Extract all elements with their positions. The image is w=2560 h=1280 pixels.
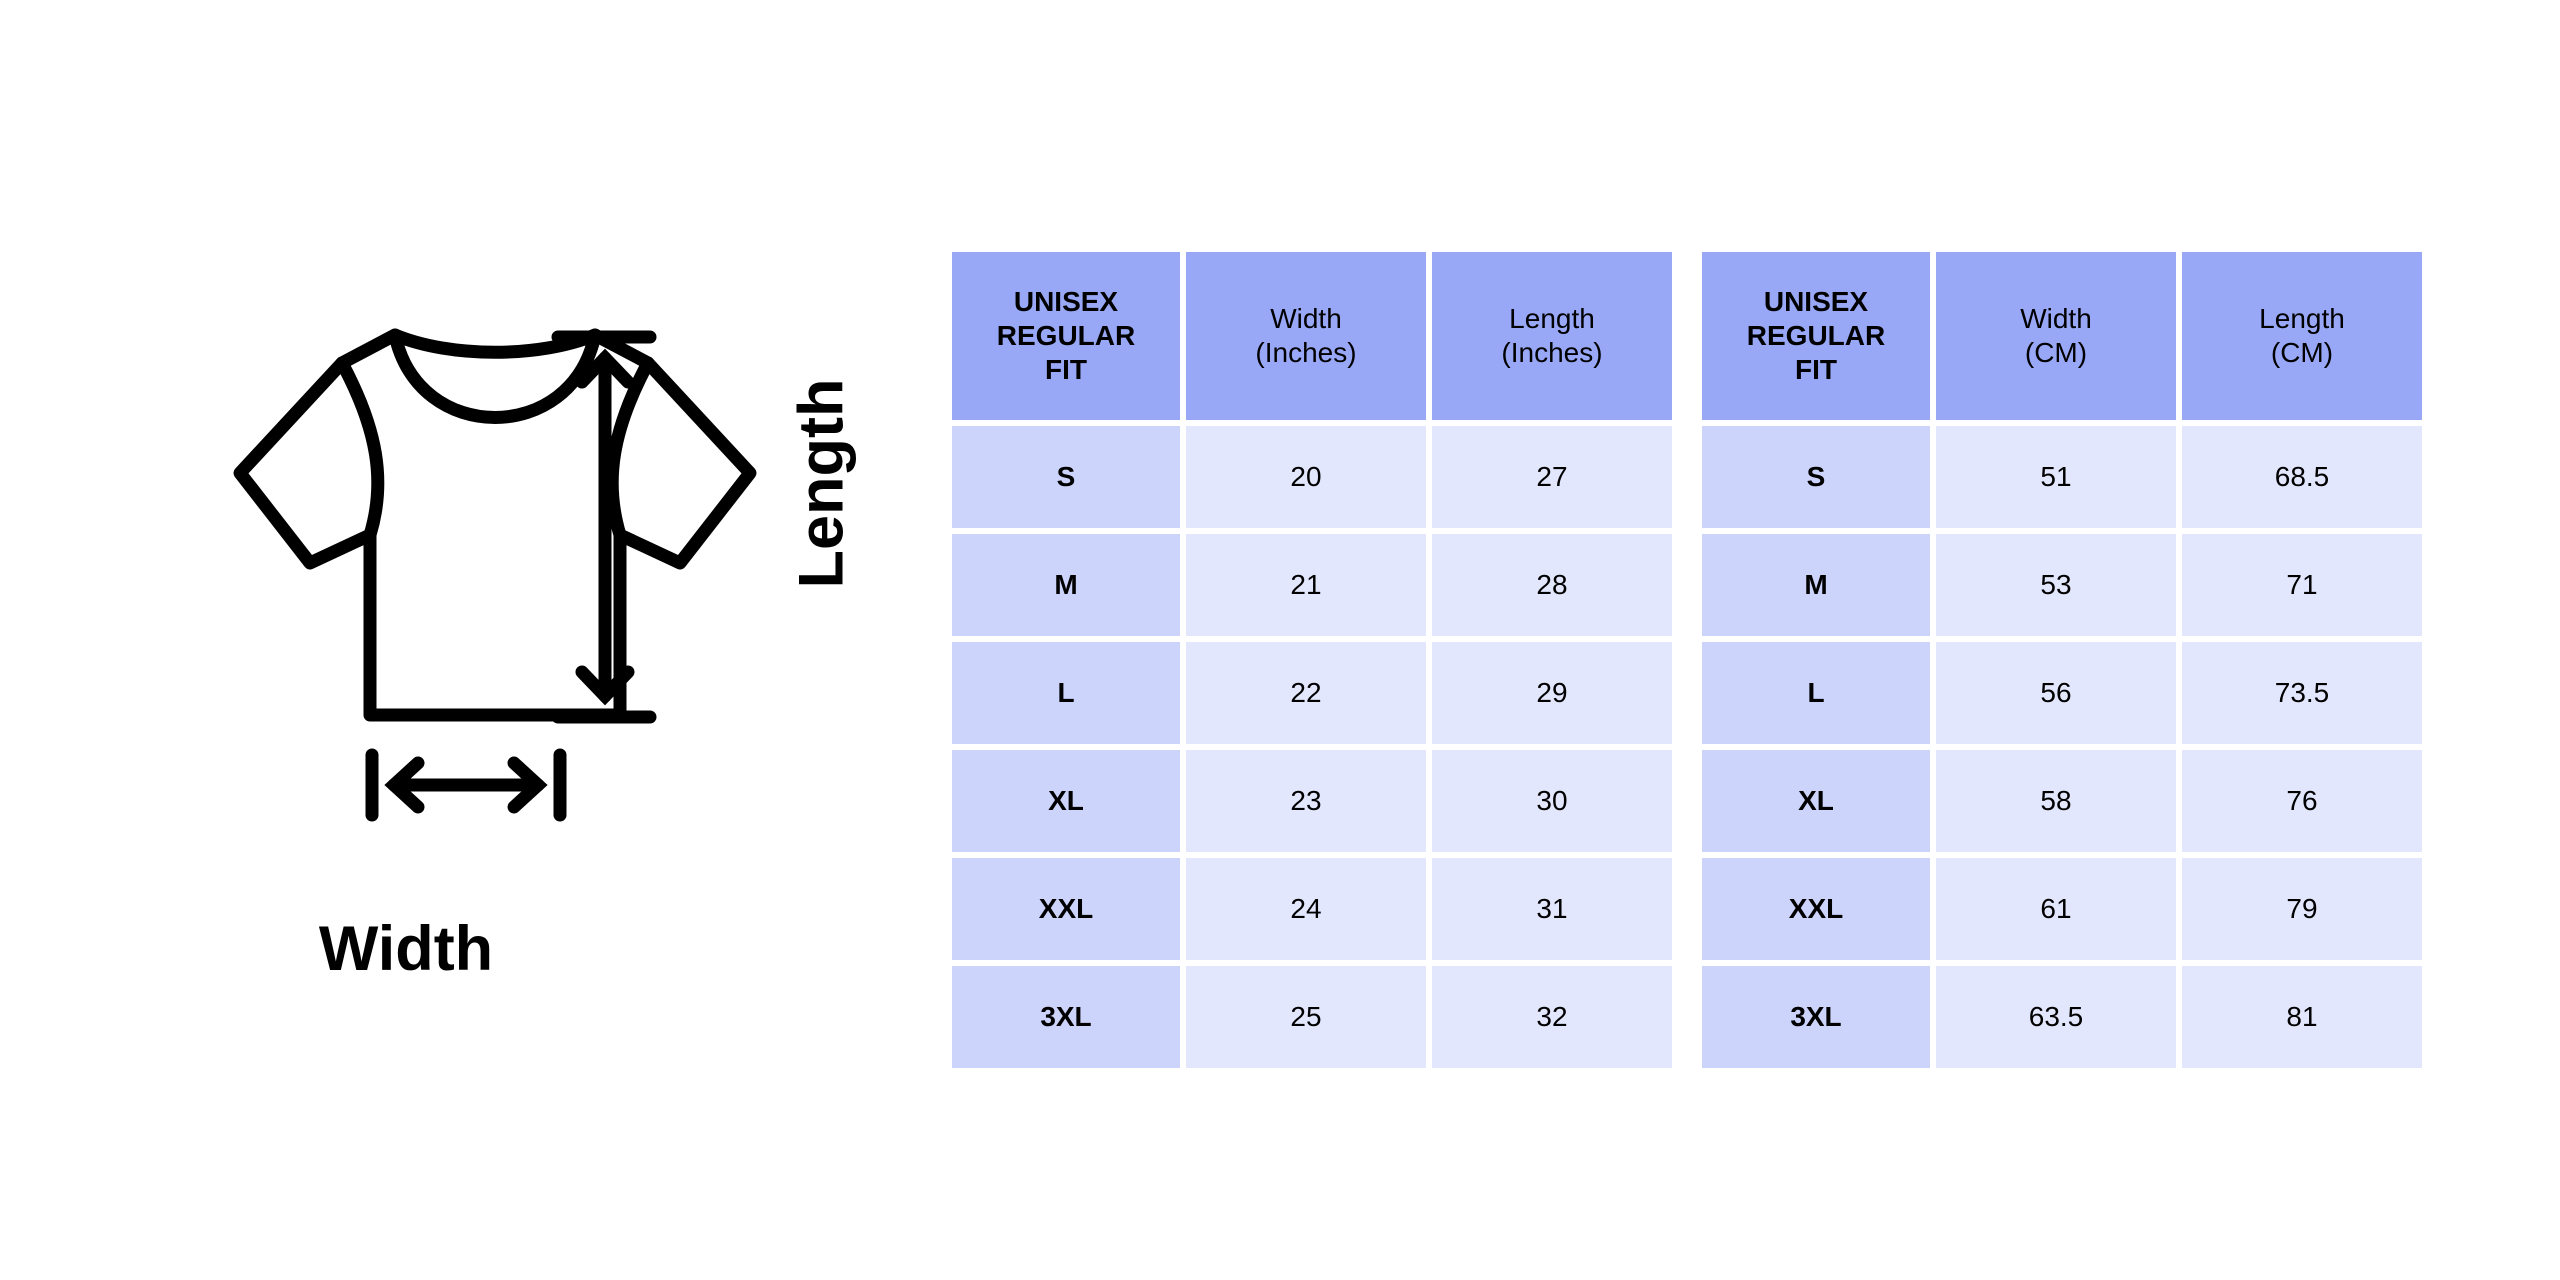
table-row: 3XL 63.5 81 bbox=[1702, 966, 2422, 1068]
table-row: S 20 27 bbox=[952, 426, 1672, 528]
width-label: Width bbox=[318, 914, 494, 984]
length-cell: 71 bbox=[2182, 534, 2422, 636]
table-row: XL 58 76 bbox=[1702, 750, 2422, 852]
width-cell: 61 bbox=[1936, 858, 2176, 960]
table-row: S 51 68.5 bbox=[1702, 426, 2422, 528]
size-cell: L bbox=[952, 642, 1180, 744]
tshirt-icon bbox=[233, 328, 757, 822]
length-cell: 79 bbox=[2182, 858, 2422, 960]
cm-table: UNISEX REGULAR FIT Width (CM) Length (CM… bbox=[1702, 252, 2422, 1068]
header-cell-width: Width (Inches) bbox=[1186, 252, 1426, 420]
width-cell: 53 bbox=[1936, 534, 2176, 636]
length-cell: 81 bbox=[2182, 966, 2422, 1068]
size-cell: 3XL bbox=[952, 966, 1180, 1068]
width-cell: 63.5 bbox=[1936, 966, 2176, 1068]
size-cell: M bbox=[952, 534, 1180, 636]
size-cell: S bbox=[952, 426, 1180, 528]
length-cell: 30 bbox=[1432, 750, 1672, 852]
width-cell: 58 bbox=[1936, 750, 2176, 852]
header-cell-length: Length (Inches) bbox=[1432, 252, 1672, 420]
table-row: M 53 71 bbox=[1702, 534, 2422, 636]
length-dimension bbox=[551, 330, 657, 724]
size-cell: XXL bbox=[1702, 858, 1930, 960]
size-cell: 3XL bbox=[1702, 966, 1930, 1068]
table-row: XXL 61 79 bbox=[1702, 858, 2422, 960]
length-cell: 31 bbox=[1432, 858, 1672, 960]
width-cell: 51 bbox=[1936, 426, 2176, 528]
width-cell: 24 bbox=[1186, 858, 1426, 960]
inches-table: UNISEX REGULAR FIT Width (Inches) Length… bbox=[952, 252, 1672, 1068]
width-cell: 22 bbox=[1186, 642, 1426, 744]
table-header-row: UNISEX REGULAR FIT Width (Inches) Length… bbox=[952, 252, 1672, 420]
size-cell: M bbox=[1702, 534, 1930, 636]
size-cell: L bbox=[1702, 642, 1930, 744]
width-dimension bbox=[365, 748, 567, 822]
table-header-row: UNISEX REGULAR FIT Width (CM) Length (CM… bbox=[1702, 252, 2422, 420]
length-label: Length bbox=[786, 378, 857, 589]
width-cell: 20 bbox=[1186, 426, 1426, 528]
width-cell: 56 bbox=[1936, 642, 2176, 744]
length-cell: 73.5 bbox=[2182, 642, 2422, 744]
table-row: XXL 24 31 bbox=[952, 858, 1672, 960]
header-cell-length: Length (CM) bbox=[2182, 252, 2422, 420]
table-row: M 21 28 bbox=[952, 534, 1672, 636]
table-row: XL 23 30 bbox=[952, 750, 1672, 852]
width-cell: 25 bbox=[1186, 966, 1426, 1068]
size-cell: XL bbox=[952, 750, 1180, 852]
length-cell: 76 bbox=[2182, 750, 2422, 852]
length-cell: 68.5 bbox=[2182, 426, 2422, 528]
table-row: 3XL 25 32 bbox=[952, 966, 1672, 1068]
header-cell-fit: UNISEX REGULAR FIT bbox=[952, 252, 1180, 420]
table-row: L 56 73.5 bbox=[1702, 642, 2422, 744]
width-cell: 21 bbox=[1186, 534, 1426, 636]
size-cell: XXL bbox=[952, 858, 1180, 960]
tshirt-illustration bbox=[150, 230, 940, 1060]
table-row: L 22 29 bbox=[952, 642, 1672, 744]
length-cell: 27 bbox=[1432, 426, 1672, 528]
length-cell: 32 bbox=[1432, 966, 1672, 1068]
header-cell-width: Width (CM) bbox=[1936, 252, 2176, 420]
width-cell: 23 bbox=[1186, 750, 1426, 852]
size-cell: XL bbox=[1702, 750, 1930, 852]
size-cell: S bbox=[1702, 426, 1930, 528]
header-cell-fit: UNISEX REGULAR FIT bbox=[1702, 252, 1930, 420]
length-cell: 29 bbox=[1432, 642, 1672, 744]
size-tables-container: UNISEX REGULAR FIT Width (Inches) Length… bbox=[952, 252, 2422, 1068]
length-cell: 28 bbox=[1432, 534, 1672, 636]
